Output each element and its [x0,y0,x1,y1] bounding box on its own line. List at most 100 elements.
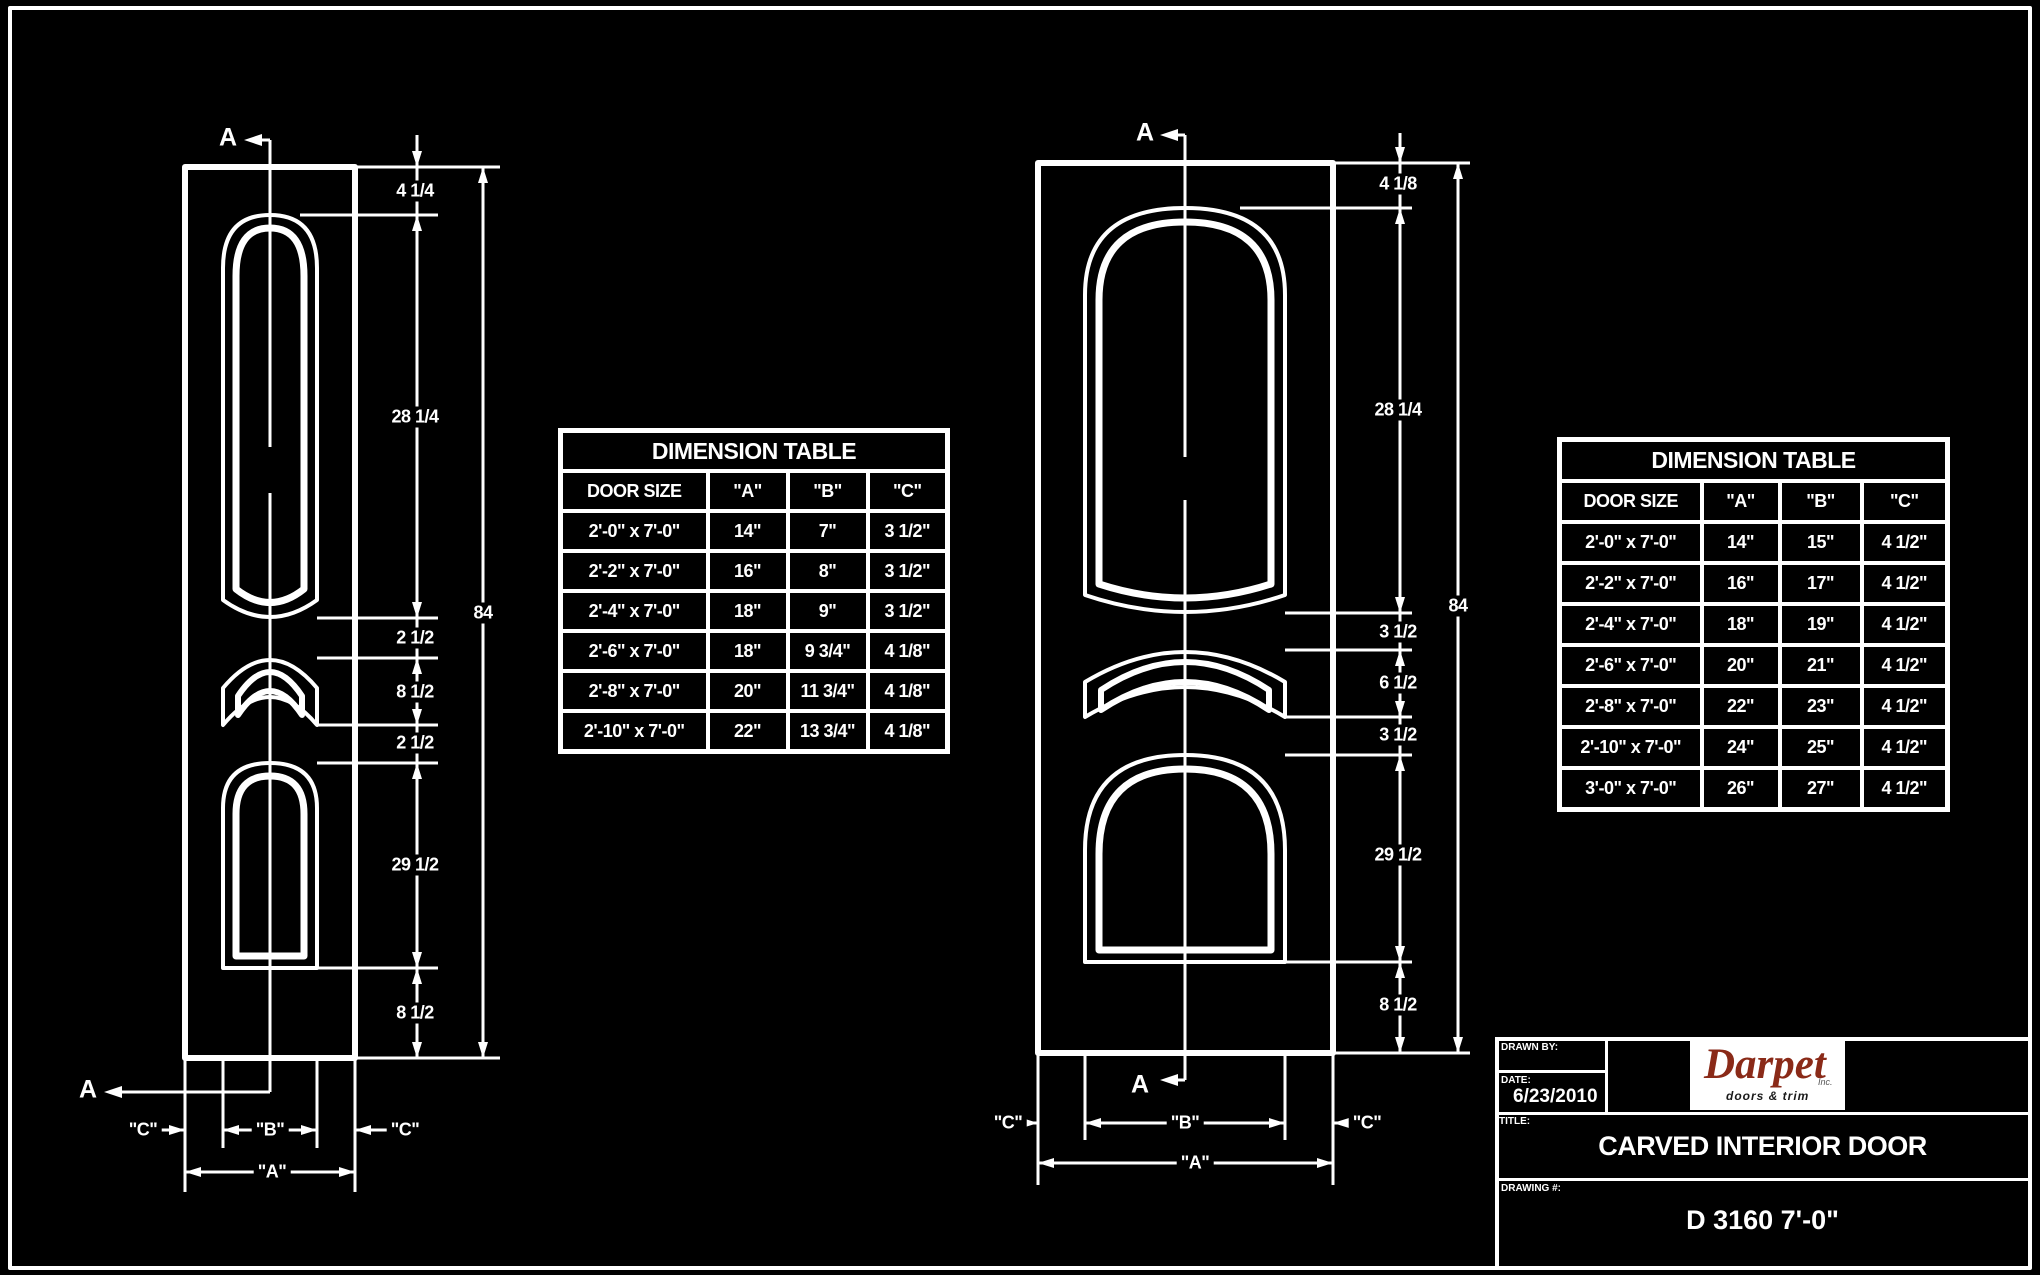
table-cell: 14" [705,509,790,553]
table-row: 2'-4" x 7'-0"18"19"4 1/2" [1557,602,1950,647]
table-cell: 2'-2" x 7'-0" [558,549,710,593]
table-cell: 3 1/2" [865,549,950,593]
table-cell: 2'-10" x 7'-0" [1557,725,1704,770]
table-cell: 4 1/2" [1859,561,1950,606]
dim-label: 4 1/8 [1375,173,1421,195]
table-cell: 2'-4" x 7'-0" [1557,602,1704,647]
table-cell: 22" [705,709,790,754]
dim-label: 2 1/2 [392,732,438,754]
table-row: 2'-6" x 7'-0"18"9 3/4"4 1/8" [558,629,950,673]
date-label: DATE: [1501,1075,1531,1086]
table-cell: 2'-6" x 7'-0" [558,629,710,673]
table-title: DIMENSION TABLE [558,428,950,473]
table-cell: 2'-4" x 7'-0" [558,589,710,633]
table-title-row: DIMENSION TABLE [1557,437,1950,483]
dim-label: "A" [1176,1152,1214,1174]
table-cell: 2'-8" x 7'-0" [1557,684,1704,729]
table-row: 2'-10" x 7'-0"22"13 3/4"4 1/8" [558,709,950,754]
dim-label: 6 1/2 [1375,672,1421,694]
column-header: "C" [1859,479,1950,524]
table-cell: 4 1/8" [865,669,950,713]
table-cell: 2'-10" x 7'-0" [558,709,710,754]
section-label-a: A [76,1075,100,1105]
table-row: 2'-2" x 7'-0"16"8"3 1/2" [558,549,950,593]
dim-label: 3 1/2 [1375,724,1421,746]
table-cell: 16" [705,549,790,593]
table-cell: 4 1/2" [1859,643,1950,688]
table-row: 3'-0" x 7'-0"26"27"4 1/2" [1557,766,1950,812]
table-cell: 4 1/2" [1859,684,1950,729]
page-border [8,6,2032,1270]
dim-label: 2 1/2 [392,627,438,649]
table-cell: 3 1/2" [865,509,950,553]
table-cell: 27" [1777,766,1864,812]
dim-label: "C" [386,1119,424,1141]
door-left-elevation [104,134,500,1192]
table-cell: 2'-2" x 7'-0" [1557,561,1704,606]
table-row: 2'-10" x 7'-0"24"25"4 1/2" [1557,725,1950,770]
table-cell: 2'-6" x 7'-0" [1557,643,1704,688]
table-cell: 15" [1777,520,1864,565]
dim-label: "B" [251,1119,289,1141]
section-label-a: A [1133,118,1157,148]
section-label-a: A [1128,1070,1152,1100]
dim-label: 8 1/2 [1375,994,1421,1016]
dim-label: 29 1/2 [1370,844,1426,866]
dim-label: 84 [1444,595,1472,617]
dim-label: "C" [1348,1112,1386,1134]
table-cell: 2'-8" x 7'-0" [558,669,710,713]
dim-label: "C" [124,1119,162,1141]
table-cell: 9" [785,589,870,633]
table-cell: 26" [1699,766,1782,812]
table-cell: 16" [1699,561,1782,606]
table-cell: 19" [1777,602,1864,647]
table-cell: 20" [705,669,790,713]
sheet-title: CARVED INTERIOR DOOR [1598,1131,1927,1161]
table-cell: 14" [1699,520,1782,565]
table-cell: 24" [1699,725,1782,770]
dim-label: 28 1/4 [1370,399,1426,421]
table-cell: 21" [1777,643,1864,688]
table-cell: 22" [1699,684,1782,729]
logo-tagline: doors & trim [1726,1089,1810,1103]
table-cell: 18" [705,589,790,633]
table-cell: 9 3/4" [785,629,870,673]
table-cell: 4 1/2" [1859,520,1950,565]
table-row: 2'-8" x 7'-0"20"11 3/4"4 1/8" [558,669,950,713]
table-cell: 8" [785,549,870,593]
table-cell: 17" [1777,561,1864,606]
table-cell: 7" [785,509,870,553]
table-cell: 3 1/2" [865,589,950,633]
table-cell: 20" [1699,643,1782,688]
dim-label: 8 1/2 [392,1002,438,1024]
date-value: 6/23/2010 [1513,1086,1598,1107]
table-cell: 4 1/8" [865,629,950,673]
table-header-row: DOOR SIZE "A" "B" "C" [558,469,950,513]
section-label-a: A [216,123,240,153]
table-title: DIMENSION TABLE [1557,437,1950,483]
column-header: "C" [865,469,950,513]
table-cell: 18" [1699,602,1782,647]
dim-label: "C" [989,1112,1027,1134]
dim-label: 8 1/2 [392,681,438,703]
table-cell: 11 3/4" [785,669,870,713]
logo-inc-text: Inc. [1818,1077,1833,1087]
column-header: "B" [1777,479,1864,524]
table-cell: 25" [1777,725,1864,770]
table-row: 2'-6" x 7'-0"20"21"4 1/2" [1557,643,1950,688]
table-cell: 2'-0" x 7'-0" [558,509,710,553]
logo-brand-text: Darpet [1704,1041,1826,1088]
dimension-table-right: DIMENSION TABLE DOOR SIZE "A" "B" "C" 2'… [1557,437,1950,812]
dim-label: "A" [253,1161,291,1183]
table-title-row: DIMENSION TABLE [558,428,950,473]
door-right-elevation [1005,129,1470,1185]
column-header: "A" [705,469,790,513]
table-row: 2'-8" x 7'-0"22"23"4 1/2" [1557,684,1950,729]
dim-label: 28 1/4 [387,406,443,428]
table-cell: 23" [1777,684,1864,729]
table-row: 2'-2" x 7'-0"16"17"4 1/2" [1557,561,1950,606]
drawing-number-label: DRAWING #: [1501,1183,1561,1194]
table-row: 2'-0" x 7'-0"14"7"3 1/2" [558,509,950,553]
table-cell: 4 1/2" [1859,725,1950,770]
